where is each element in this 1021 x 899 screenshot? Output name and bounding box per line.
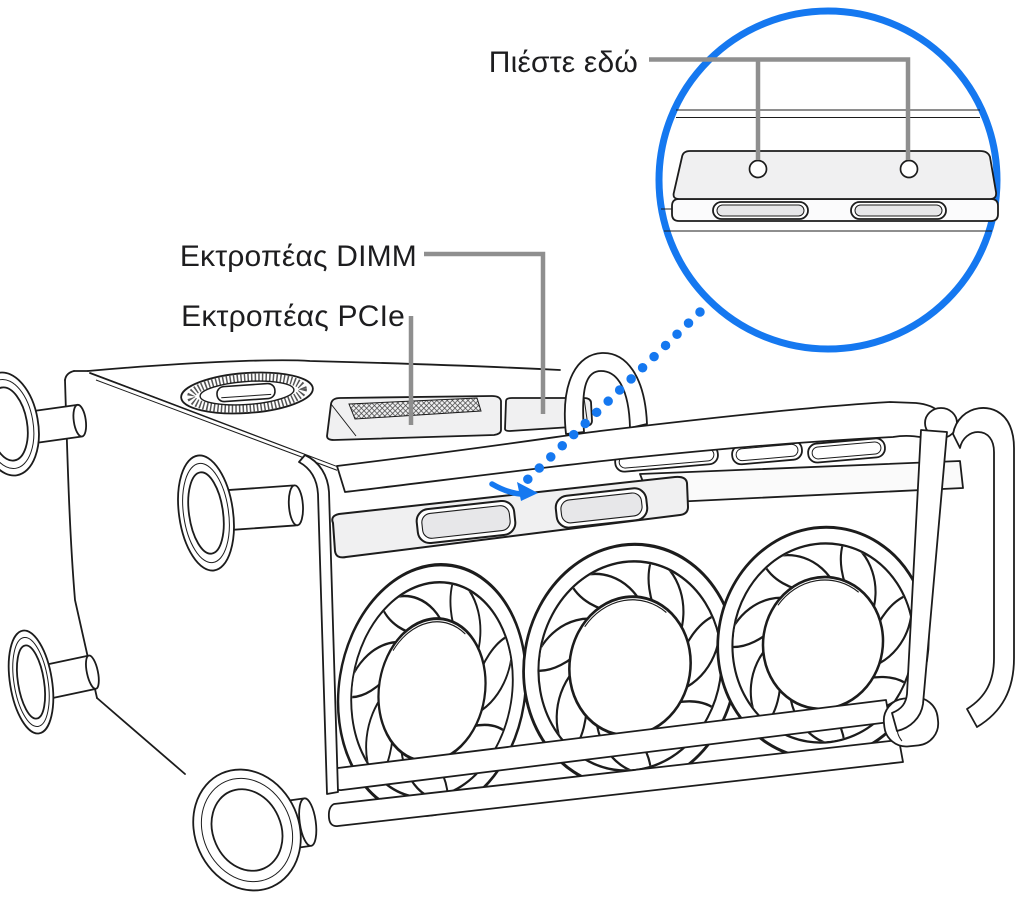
vent-circle: [180, 371, 314, 415]
arrowhead: [517, 482, 538, 501]
labels: Πιέστε εδώ Εκτροπέας DIMM Εκτροπέας PCIe: [180, 46, 638, 425]
pcie-baffle: [326, 395, 502, 441]
dimm-leader: [424, 251, 546, 414]
press-here-leader: [649, 57, 911, 160]
foot-bottom-mid: [192, 768, 318, 892]
dotted-arrow: [489, 307, 705, 501]
top-rail: [336, 401, 958, 493]
press-here-label: Πιέστε εδώ: [489, 46, 638, 79]
foot-bottom-left: [7, 629, 100, 735]
pcie-baffle-label: Εκτροπέας PCIe: [181, 300, 405, 333]
foot-mid: [177, 454, 304, 572]
callout-circle: [655, 7, 1001, 353]
bottom-rails: [327, 696, 940, 827]
foot-top-left: [0, 371, 88, 477]
press-point-left: [748, 159, 768, 179]
handle-in-vent: [216, 382, 276, 403]
callout-zoomed-art: [661, 109, 999, 232]
frame-left-post: [298, 454, 339, 795]
dimm-cover: [331, 475, 689, 559]
frame-right-rails: [891, 407, 1015, 732]
dimm-baffle-label: Εκτροπέας DIMM: [180, 240, 417, 273]
mac-pro-illustration: [0, 352, 1015, 892]
handle-arch: [564, 352, 648, 435]
press-point-right: [899, 159, 919, 179]
callout-detail: [649, 7, 1001, 353]
